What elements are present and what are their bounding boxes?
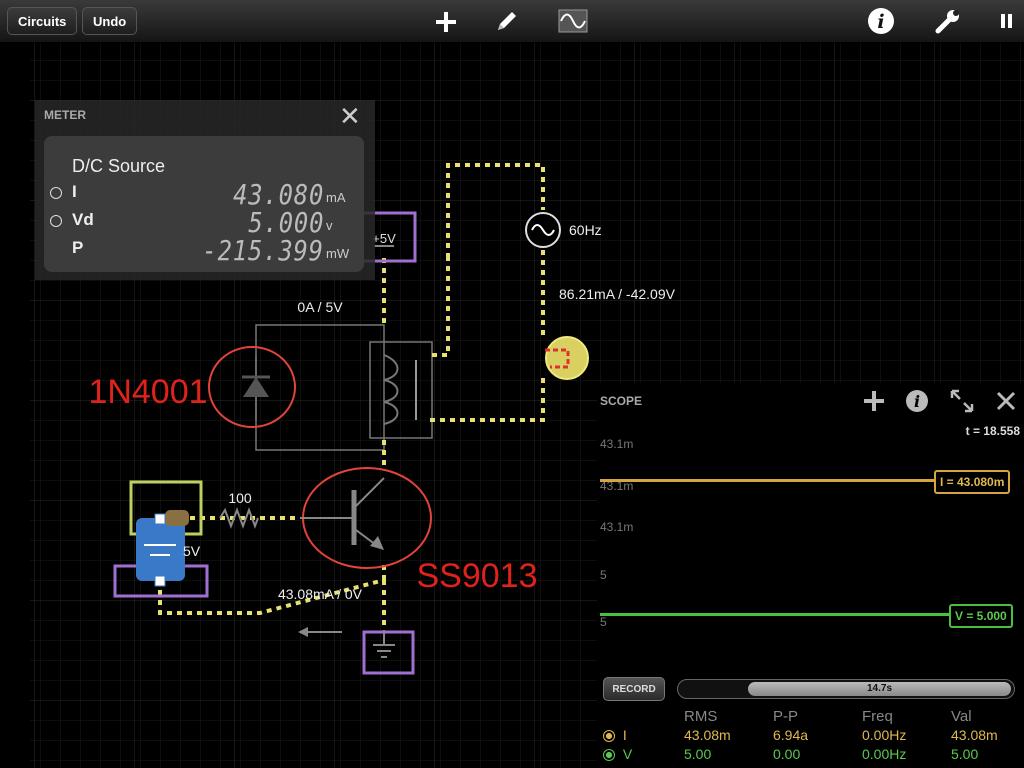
current-direction-arrow bbox=[298, 627, 342, 637]
time-slider-thumb[interactable]: 14.7s bbox=[748, 682, 1011, 696]
resistor[interactable] bbox=[219, 507, 259, 529]
table-header: RMS bbox=[684, 708, 718, 725]
scope-time: t = 18.558 bbox=[965, 424, 1020, 438]
meter-title: METER bbox=[44, 108, 86, 122]
source-reading: 86.21mA / -42.09V bbox=[559, 286, 676, 302]
radio-icon[interactable] bbox=[603, 749, 615, 762]
time-slider[interactable]: 14.7s bbox=[677, 679, 1015, 699]
current-trace bbox=[600, 479, 935, 482]
table-header: P-P bbox=[773, 708, 799, 725]
y-axis-label: 43.1m bbox=[600, 520, 634, 534]
close-icon[interactable]: ✕ bbox=[339, 101, 361, 131]
meter-row-unit: mW bbox=[326, 246, 350, 261]
voltage-trace bbox=[600, 613, 950, 616]
rms-value: 43.08m bbox=[684, 727, 731, 743]
relay-reading: 0A / 5V bbox=[297, 299, 343, 315]
scope-title: SCOPE bbox=[600, 394, 643, 408]
voltage-trace-label: V = 5.000 bbox=[949, 604, 1013, 628]
meter-row-unit: mA bbox=[326, 190, 346, 205]
battery-voltage: 5V bbox=[183, 543, 201, 559]
y-axis-label: 43.1m bbox=[600, 479, 634, 493]
meter-row-label: I bbox=[72, 182, 77, 201]
meter-row-label: P bbox=[72, 238, 84, 257]
ac-source[interactable] bbox=[525, 212, 561, 248]
meter-row-voltage[interactable]: Vd 5.000 v bbox=[44, 206, 364, 239]
rms-value: 5.00 bbox=[684, 746, 712, 762]
expand-icon[interactable] bbox=[948, 387, 976, 415]
table-row-voltage[interactable]: V bbox=[603, 746, 632, 762]
meter-component-name: D/C Source bbox=[72, 156, 166, 176]
waveform-icon[interactable] bbox=[557, 6, 589, 36]
battery[interactable] bbox=[136, 510, 189, 587]
transistor-symbol[interactable] bbox=[300, 477, 385, 550]
meter-readout: D/C Source I 43.080 mA Vd 5.000 v P -215… bbox=[44, 136, 364, 272]
freq-value: 0.00Hz bbox=[862, 727, 907, 743]
vcc-label: +5V bbox=[372, 231, 396, 246]
y-axis-label: 5 bbox=[600, 615, 607, 629]
row-name: I bbox=[622, 727, 627, 743]
add-icon[interactable] bbox=[860, 387, 888, 415]
table-row-current[interactable]: I bbox=[603, 727, 627, 743]
pp-value: 6.94a bbox=[773, 727, 809, 743]
scope-panel: SCOPE i t = 18.558 43.1m 43.1m 43.1m 5 5… bbox=[597, 383, 1024, 768]
top-toolbar: Circuits Undo i bbox=[0, 0, 1024, 43]
meter-row-current[interactable]: I 43.080 mA bbox=[44, 178, 364, 211]
diode-symbol[interactable] bbox=[242, 355, 270, 420]
ground-symbol[interactable] bbox=[373, 630, 395, 658]
info-icon[interactable]: i bbox=[865, 6, 897, 36]
y-axis-label: 5 bbox=[600, 568, 607, 582]
radio-icon[interactable] bbox=[50, 215, 62, 227]
val-value: 5.00 bbox=[951, 746, 979, 762]
pencil-icon[interactable] bbox=[490, 6, 522, 36]
resistor-value: 100 bbox=[228, 490, 252, 506]
table-header: Val bbox=[951, 708, 972, 725]
wrench-icon[interactable] bbox=[932, 6, 964, 36]
val-value: 43.08m bbox=[951, 727, 998, 743]
ground-highlight-box bbox=[362, 630, 415, 675]
svg-text:i: i bbox=[877, 11, 884, 33]
meter-row-value: 43.080 bbox=[232, 178, 324, 211]
transistor-label: SS9013 bbox=[417, 557, 538, 595]
close-icon[interactable] bbox=[992, 387, 1020, 415]
pp-value: 0.00 bbox=[773, 746, 801, 762]
pause-icon[interactable] bbox=[990, 6, 1022, 36]
lamp[interactable] bbox=[545, 336, 589, 380]
svg-text:i: i bbox=[914, 392, 920, 411]
base-reading: 43.08mA / 0V bbox=[278, 586, 363, 602]
meter-row-value: -215.399 bbox=[202, 234, 324, 267]
current-trace-label: I = 43.080m bbox=[934, 470, 1011, 494]
meter-row-value: 5.000 bbox=[248, 206, 324, 239]
add-icon[interactable] bbox=[430, 6, 462, 36]
circuits-button[interactable]: Circuits bbox=[7, 7, 78, 35]
row-name: V bbox=[622, 746, 633, 762]
meter-row-label: Vd bbox=[72, 210, 94, 229]
freq-value: 0.00Hz bbox=[862, 746, 907, 762]
radio-icon[interactable] bbox=[603, 730, 615, 743]
info-icon[interactable]: i bbox=[903, 387, 931, 415]
source-frequency: 60Hz bbox=[569, 222, 602, 238]
meter-row-power: P -215.399 mW bbox=[44, 234, 364, 267]
record-button[interactable]: RECORD bbox=[603, 677, 665, 701]
relay-coil[interactable] bbox=[383, 354, 417, 425]
undo-button[interactable]: Undo bbox=[82, 7, 138, 35]
table-header: Freq bbox=[862, 708, 893, 725]
meter-panel: METER ✕ D/C Source I 43.080 mA Vd 5.000 … bbox=[35, 100, 375, 280]
diode-label: 1N4001 bbox=[88, 373, 207, 411]
diode-annotation-circle bbox=[208, 346, 296, 428]
y-axis-label: 43.1m bbox=[600, 437, 634, 451]
radio-icon[interactable] bbox=[50, 187, 62, 199]
meter-row-unit: v bbox=[326, 218, 333, 233]
